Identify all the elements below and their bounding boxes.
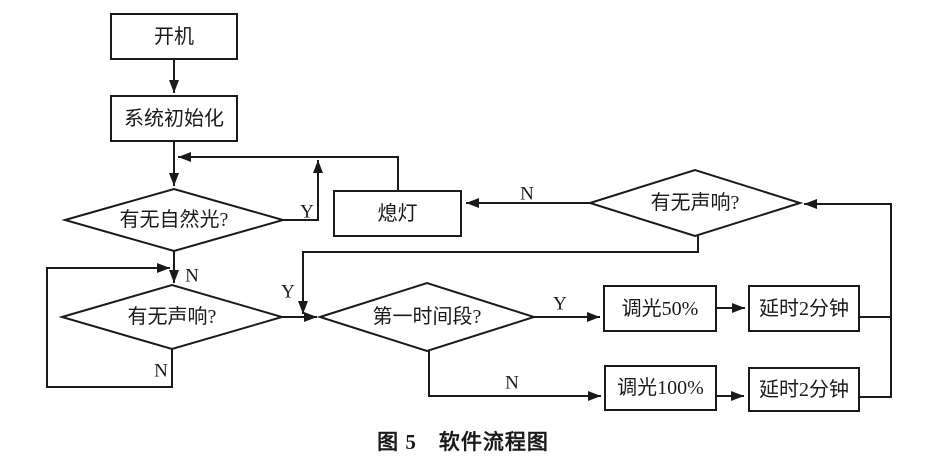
decision-sound-right: 有无声响? (650, 192, 740, 214)
decision-sound-right-shape (586, 168, 804, 238)
edge-label-sound-left-no: N (154, 360, 168, 382)
node-dim-50: 调光50% (603, 285, 717, 332)
decision-natural-light: 有无自然光? (119, 209, 229, 231)
node-power-on: 开机 (110, 13, 238, 60)
decision-natural-light-shape (61, 187, 287, 253)
node-delay-2min-bottom: 延时2分钟 (748, 367, 860, 412)
decision-first-period-shape (316, 281, 538, 353)
node-delay-2min-top: 延时2分钟 (748, 285, 860, 332)
edge-label-natural-light-yes: Y (300, 201, 314, 223)
edge-label-first-period-no: N (505, 372, 519, 394)
edge-soundleft-no-loop (46, 263, 173, 388)
edge-firstperiod-no (428, 351, 601, 401)
node-system-init: 系统初始化 (110, 95, 238, 142)
edge-label-sound-right-no: N (520, 183, 534, 205)
decision-sound-left: 有无声响? (127, 306, 217, 328)
edge-label-sound-left-yes: Y (281, 281, 295, 303)
edge-soundright-to-firstperiod (298, 236, 699, 314)
decision-sound-left-shape (58, 283, 286, 351)
edge-return-to-soundright (804, 199, 892, 398)
decision-first-period: 第一时间段? (372, 306, 482, 328)
edge-label-first-period-yes: Y (553, 293, 567, 315)
edge-lightsoff-feedback (178, 152, 399, 190)
node-lights-off: 熄灯 (333, 190, 462, 237)
edge-naturallight-yes (283, 160, 323, 221)
edge-label-natural-light-no: N (185, 265, 199, 287)
node-dim-100: 调光100% (604, 365, 717, 411)
figure-caption: 图 5 软件流程图 (377, 430, 549, 454)
